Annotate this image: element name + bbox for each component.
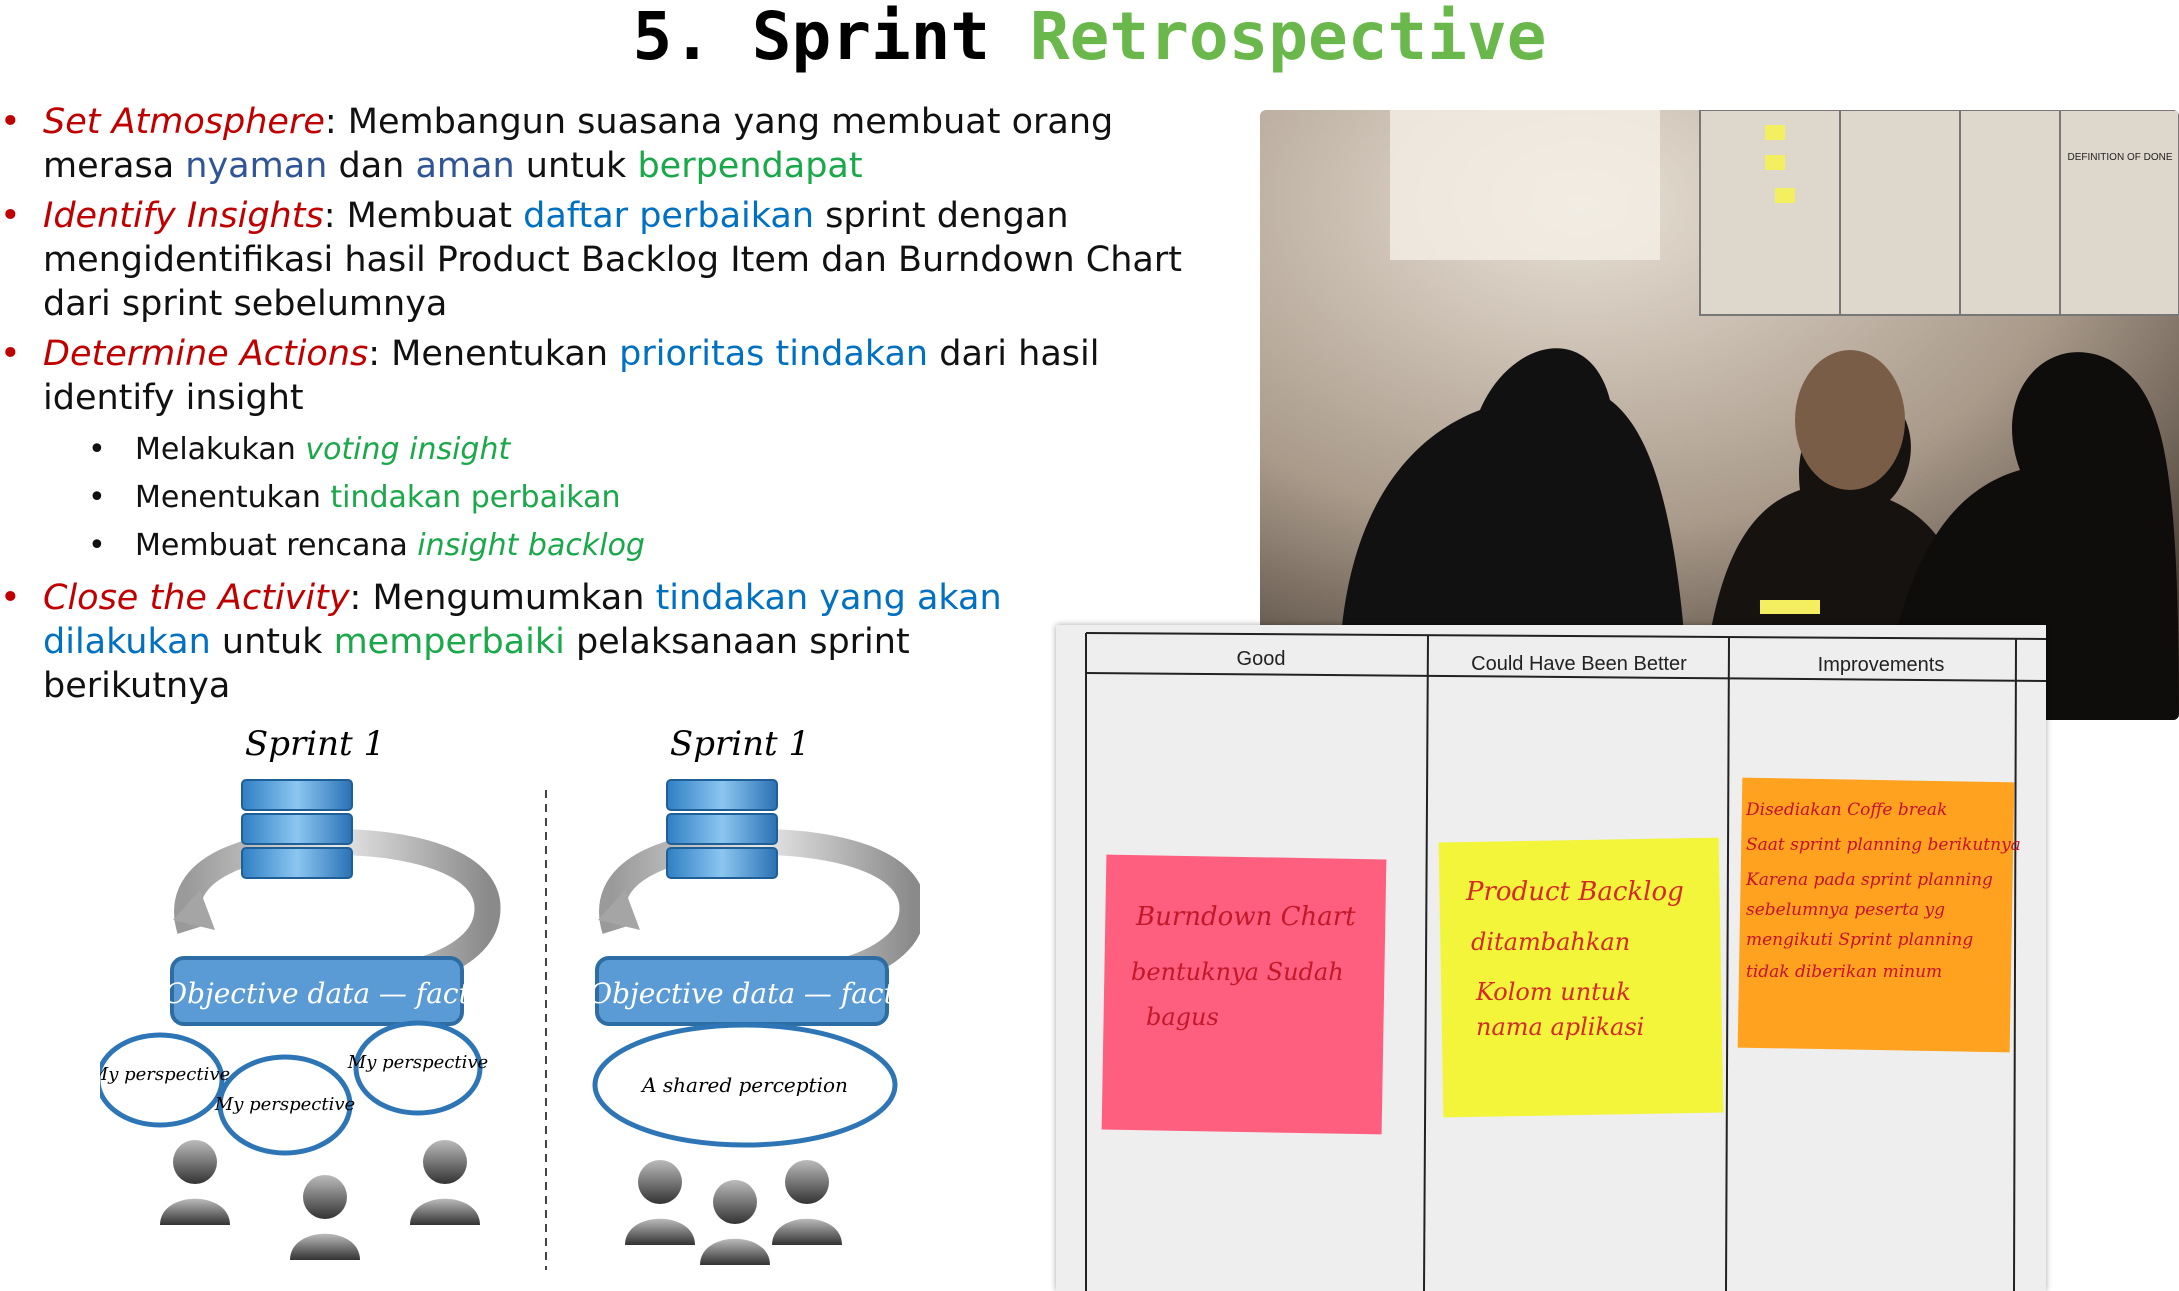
bullet-highlight: tindakan yang akan dilakukan bbox=[43, 578, 1002, 662]
bullet-text: pelaksanaan sprint berikutnya bbox=[43, 622, 910, 706]
bullet-highlight: nyaman bbox=[185, 146, 328, 186]
bullet-text: : Membangun suasana yang membuat orang m… bbox=[43, 102, 1114, 186]
bullet-text: dan bbox=[327, 146, 416, 186]
bullet-highlight: prioritas tindakan bbox=[619, 334, 929, 374]
sprint-label-right: Sprint 1 bbox=[670, 724, 810, 764]
bullet-text bbox=[628, 196, 639, 236]
bullet-text: dari hasil identify insight bbox=[43, 334, 1100, 418]
person-icon bbox=[290, 1175, 360, 1260]
shared-cloud bbox=[592, 1022, 898, 1148]
perspective-text: My perspective bbox=[100, 1064, 230, 1085]
title-main: 5. Sprint bbox=[632, 0, 1030, 75]
sticky-note-orange bbox=[1737, 777, 2015, 1053]
column-header-improvements: Improvements bbox=[1818, 654, 1945, 676]
title-accent: Retrospective bbox=[1029, 0, 1547, 75]
perspective-cloud bbox=[100, 1032, 225, 1128]
note-line: tidak diberikan minum bbox=[1746, 962, 1942, 982]
retrospective-diagram: Sprint 1 Objective data — fact My perspe… bbox=[100, 724, 920, 1270]
objective-text-left: Objective data — fact bbox=[164, 977, 470, 1010]
bullet-highlight: berpendapat bbox=[637, 146, 863, 186]
objective-text-right: Objective data — fact bbox=[589, 977, 895, 1010]
bullet-text: untuk bbox=[514, 146, 638, 186]
bullet-highlight: aman bbox=[415, 146, 515, 186]
note-line: mengikuti Sprint planning bbox=[1746, 930, 1973, 950]
bullet-identify-insights: Identify Insights: Membuat daftar perbai… bbox=[0, 194, 1240, 326]
perspective-cloud bbox=[353, 1020, 483, 1116]
sub-bullet-text: Membuat rencana bbox=[135, 528, 418, 563]
column-header-good: Good bbox=[1237, 648, 1286, 670]
bullet-close-activity: Close the Activity: Mengumumkan tindakan… bbox=[0, 576, 1003, 708]
bullet-key: Set Atmosphere bbox=[43, 102, 325, 142]
sticky-note-pink bbox=[1101, 854, 1387, 1135]
person-icon bbox=[700, 1180, 770, 1265]
note-line: sebelumnya peserta yg bbox=[1746, 900, 1945, 920]
sub-bullet-text: Melakukan bbox=[135, 432, 306, 467]
bullet-highlight: perbaikan bbox=[639, 196, 815, 236]
sticky-note-yellow bbox=[1438, 837, 1724, 1118]
person-icon bbox=[625, 1160, 695, 1245]
sub-bullet: Menentukan tindakan perbaikan bbox=[0, 474, 1240, 522]
photo-board-label: DEFINITION OF DONE bbox=[2068, 152, 2173, 163]
sprint-label-left: Sprint 1 bbox=[245, 724, 385, 764]
note-line: Burndown Chart bbox=[1135, 902, 1356, 932]
note-line: Saat sprint planning berikutnya bbox=[1746, 835, 2021, 855]
bullet-set-atmosphere: Set Atmosphere: Membangun suasana yang m… bbox=[0, 100, 1240, 188]
note-line: nama aplikasi bbox=[1476, 1013, 1644, 1041]
bullet-text: sprint dengan mengidentifikasi hasil Pro… bbox=[43, 196, 1182, 324]
sub-bullet-highlight: voting insight bbox=[305, 432, 511, 467]
sub-bullet: Membuat rencana insight backlog bbox=[0, 522, 1240, 570]
shared-cloud-text: A shared perception bbox=[640, 1073, 848, 1097]
note-line: Kolom untuk bbox=[1475, 978, 1631, 1006]
bullet-determine-actions: Determine Actions: Menentukan prioritas … bbox=[0, 332, 1240, 420]
sub-bullet-highlight: insight backlog bbox=[417, 528, 645, 563]
sub-bullet: Melakukan voting insight bbox=[0, 426, 1240, 474]
bullet-key: Identify Insights bbox=[43, 196, 324, 236]
column-header-better: Could Have Been Better bbox=[1471, 653, 1687, 675]
perspective-cloud bbox=[217, 1054, 353, 1156]
sub-bullet-text: Menentukan bbox=[135, 480, 331, 515]
backlog-stack-icon bbox=[666, 779, 778, 879]
note-line: Karena pada sprint planning bbox=[1745, 870, 1993, 890]
retro-board-photo: Good Could Have Been Better Improvements… bbox=[1056, 625, 2046, 1291]
bullet-key: Determine Actions bbox=[43, 334, 369, 374]
note-line: Disediakan Coffe break bbox=[1745, 800, 1947, 820]
bullet-text: untuk bbox=[210, 622, 334, 662]
bullet-text: : Mengumumkan bbox=[349, 578, 656, 618]
note-line: ditambahkan bbox=[1471, 928, 1630, 956]
person-icon bbox=[772, 1160, 842, 1245]
note-line: bentuknya Sudah bbox=[1131, 958, 1344, 986]
note-line: Product Backlog bbox=[1465, 877, 1684, 907]
objective-box-left bbox=[170, 956, 464, 1026]
sub-bullet-highlight: tindakan perbaikan bbox=[330, 480, 621, 515]
bullet-highlight: daftar bbox=[523, 196, 629, 236]
person-icon bbox=[410, 1140, 480, 1225]
page-title: 5. Sprint Retrospective bbox=[0, 0, 2179, 74]
bullet-key: Close the Activity bbox=[43, 578, 350, 618]
note-line: bagus bbox=[1146, 1003, 1219, 1031]
perspective-text: My perspective bbox=[347, 1052, 488, 1073]
team-photo: DEFINITION OF DONE bbox=[1260, 110, 2179, 720]
perspective-text: My perspective bbox=[214, 1094, 355, 1115]
person-icon bbox=[160, 1140, 230, 1225]
bullet-text: : Menentukan bbox=[368, 334, 620, 374]
bullet-highlight: memperbaiki bbox=[333, 622, 565, 662]
backlog-stack-icon bbox=[241, 779, 353, 879]
bullet-list: Set Atmosphere: Membangun suasana yang m… bbox=[0, 100, 1240, 714]
bullet-text: : Membuat bbox=[323, 196, 524, 236]
